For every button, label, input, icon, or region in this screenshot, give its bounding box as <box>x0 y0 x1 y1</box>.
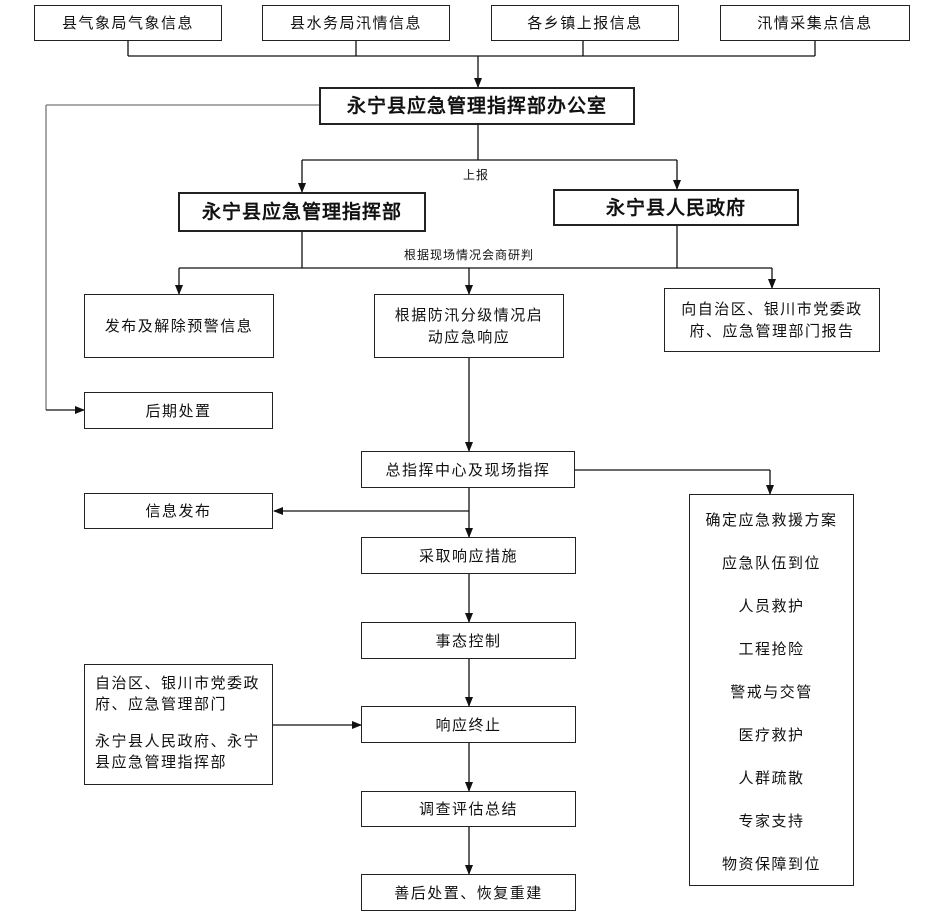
source-township-label: 各乡镇上报信息 <box>527 14 643 32</box>
take-measures-label: 采取响应措施 <box>418 546 518 565</box>
source-weather-box: 县气象局气象信息 <box>34 5 222 41</box>
measures-box: 确定应急救援方案 应急队伍到位 人员救护 工程抢险 警戒与交管 医疗救护 人群疏… <box>689 494 854 886</box>
authorities-box: 自治区、银川市党委政府、应急管理部门 永宁县人民政府、永宁县应急管理指挥部 <box>84 664 273 785</box>
response-end-box: 响应终止 <box>361 706 576 743</box>
measure-item: 确定应急救援方案 <box>705 511 838 529</box>
report-up-label: 向自治区、银川市党委政府、应急管理部门报告 <box>681 300 863 340</box>
consult-label: 根据现场情况会商研判 <box>404 248 535 262</box>
source-water-box: 县水务局汛情信息 <box>262 5 450 41</box>
measure-item: 医疗救护 <box>738 726 805 744</box>
start-response-label: 根据防汛分级情况启动应急响应 <box>394 306 544 346</box>
government-box: 永宁县人民政府 <box>553 189 799 226</box>
command-label: 永宁县应急管理指挥部 <box>201 201 402 223</box>
control-label: 事态控制 <box>435 631 502 650</box>
report-up-box: 向自治区、银川市党委政府、应急管理部门报告 <box>664 288 880 352</box>
office-box: 永宁县应急管理指挥部办公室 <box>319 87 635 125</box>
measure-item: 人员救护 <box>738 597 805 615</box>
warning-box: 发布及解除预警信息 <box>84 294 274 358</box>
authorities-line2: 永宁县人民政府、永宁县应急管理指挥部 <box>95 732 261 771</box>
measure-item: 物资保障到位 <box>721 855 821 873</box>
source-water-label: 县水务局汛情信息 <box>289 14 422 32</box>
source-township-box: 各乡镇上报信息 <box>491 5 679 41</box>
measure-item: 应急队伍到位 <box>721 554 821 572</box>
start-response-box: 根据防汛分级情况启动应急响应 <box>374 294 564 358</box>
source-collection-label: 汛情采集点信息 <box>757 14 873 32</box>
evaluate-label: 调查评估总结 <box>418 800 518 818</box>
take-measures-box: 采取响应措施 <box>361 537 576 574</box>
source-collection-box: 汛情采集点信息 <box>720 5 910 41</box>
general-command-label: 总指挥中心及现场指挥 <box>385 460 551 479</box>
report-label: 上报 <box>463 168 490 182</box>
measure-item: 专家支持 <box>738 812 805 830</box>
source-weather-label: 县气象局气象信息 <box>61 14 194 32</box>
warning-label: 发布及解除预警信息 <box>104 317 254 335</box>
evaluate-box: 调查评估总结 <box>361 791 576 827</box>
rebuild-box: 善后处置、恢复重建 <box>361 874 576 911</box>
aftermath-box: 后期处置 <box>84 392 273 429</box>
command-box: 永宁县应急管理指挥部 <box>178 192 426 232</box>
general-command-box: 总指挥中心及现场指挥 <box>361 451 575 488</box>
info-release-box: 信息发布 <box>84 493 273 529</box>
government-label: 永宁县人民政府 <box>605 196 746 219</box>
info-release-label: 信息发布 <box>145 502 212 520</box>
control-box: 事态控制 <box>361 622 576 659</box>
measure-item: 人群疏散 <box>738 769 805 787</box>
response-end-label: 响应终止 <box>435 715 502 734</box>
measure-item: 工程抢险 <box>738 640 805 658</box>
rebuild-label: 善后处置、恢复重建 <box>394 883 543 902</box>
measure-item: 警戒与交管 <box>730 683 813 701</box>
aftermath-label: 后期处置 <box>145 401 212 420</box>
office-label: 永宁县应急管理指挥部办公室 <box>346 95 607 117</box>
authorities-line1: 自治区、银川市党委政府、应急管理部门 <box>95 674 261 713</box>
